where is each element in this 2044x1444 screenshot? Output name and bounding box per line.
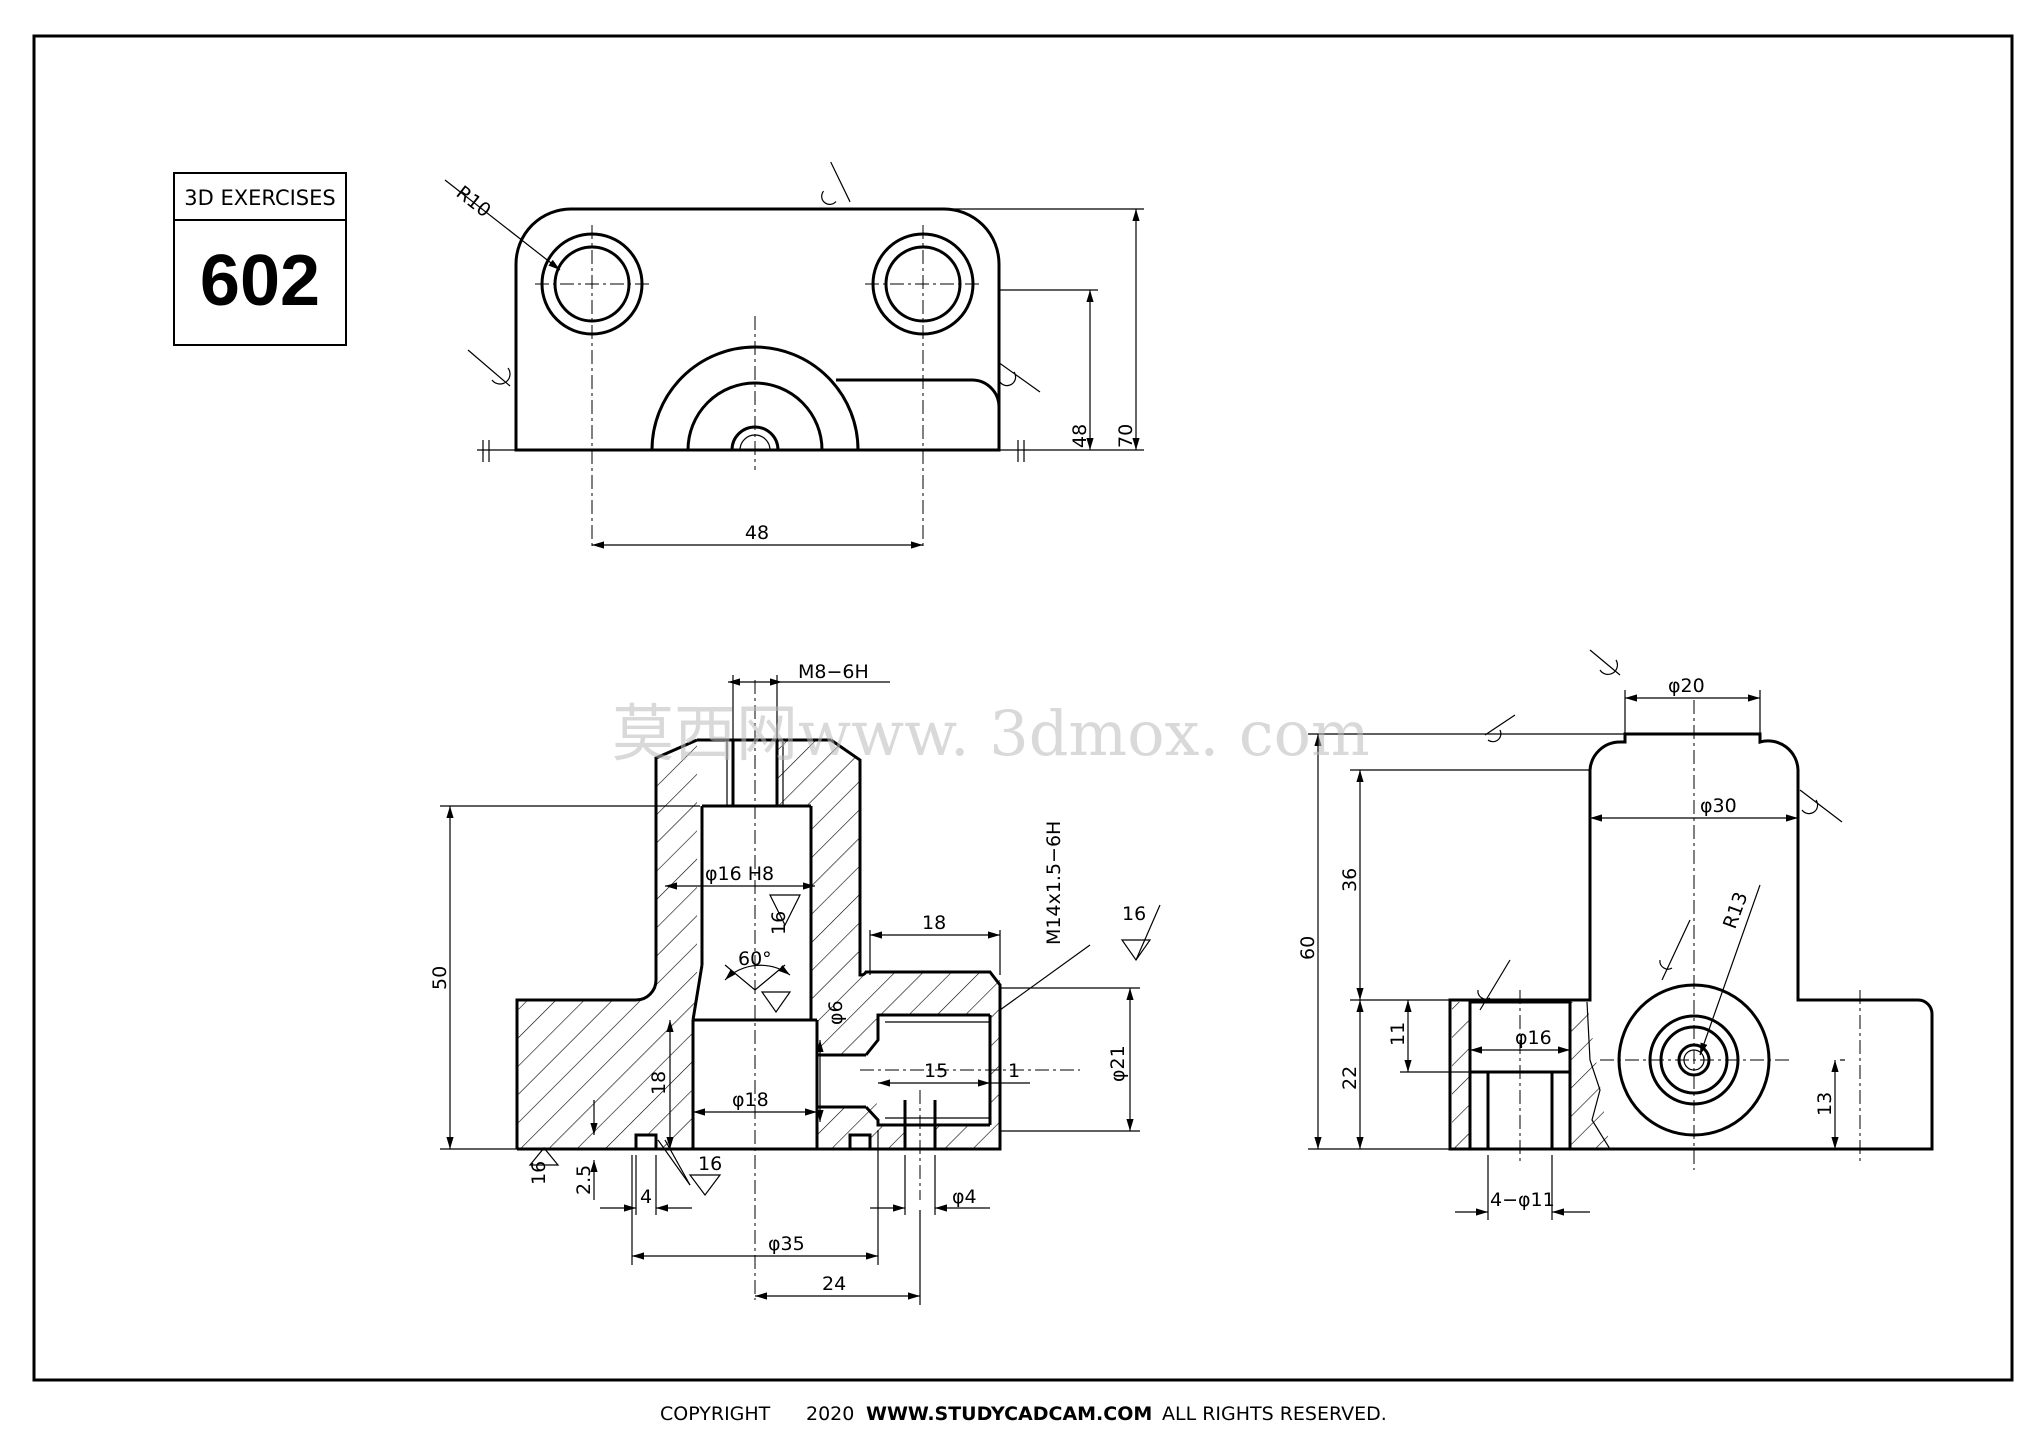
dim-18-vertical: 18: [648, 1071, 670, 1095]
top-view: R10 48 70 48: [444, 161, 1144, 550]
dim-side-phi20: φ20: [1668, 675, 1705, 697]
front-outline-right: [517, 738, 1002, 1151]
side-view-outline: [1448, 732, 1934, 1151]
dim-side-r13: R13: [1719, 889, 1752, 932]
dim-phi6: φ6: [825, 1000, 847, 1025]
dim-phi21: φ21: [1107, 1045, 1129, 1082]
dim-phi16-h8: φ16 H8: [705, 863, 774, 885]
dim-24: 24: [822, 1273, 846, 1295]
footer-rights: ALL RIGHTS RESERVED.: [1162, 1403, 1387, 1425]
dim-50: 50: [429, 966, 451, 990]
dim-side-phi30: φ30: [1700, 795, 1737, 817]
footer-year: 2020: [806, 1403, 854, 1425]
dim-r10: R10: [452, 182, 495, 222]
dim-finish-16-bore: 16: [768, 911, 790, 935]
dim-side-4x11: 4−φ11: [1490, 1189, 1555, 1211]
dim-side-11: 11: [1387, 1022, 1409, 1046]
front-outline-left: [515, 738, 698, 1149]
dim-top-48-horizontal: 48: [745, 522, 769, 544]
dim-phi35: φ35: [768, 1233, 805, 1255]
dim-side-phi16: φ16: [1515, 1027, 1552, 1049]
dim-top-70: 70: [1115, 424, 1137, 448]
dim-top-48-vertical: 48: [1069, 424, 1091, 448]
dim-side-60: 60: [1297, 936, 1319, 960]
dim-m8: M8−6H: [798, 661, 869, 683]
dim-finish-16-slot: 16: [698, 1153, 722, 1175]
front-section-view: M8−6H φ16 H8 16 60° 18 M14x1.5−6H 16 φ6 …: [429, 661, 1161, 1305]
dim-angle-60: 60°: [738, 948, 772, 970]
badge-label: 3D EXERCISES: [184, 186, 335, 210]
footer: COPYRIGHT 2020 WWW.STUDYCADCAM.COM ALL R…: [660, 1403, 1387, 1425]
dim-18-horizontal: 18: [922, 912, 946, 934]
dim-side-22: 22: [1339, 1066, 1361, 1090]
dim-phi4: φ4: [952, 1186, 977, 1208]
dim-finish-16-base: 16: [528, 1161, 550, 1185]
dim-2-5: 2.5: [573, 1165, 595, 1195]
side-view: φ20 φ30 R13 60 36 22 11 φ16 13: [1297, 649, 1934, 1220]
footer-copyright: COPYRIGHT: [660, 1403, 771, 1425]
sheet-border: [32, 34, 2014, 1382]
dim-finish-16-thread: 16: [1122, 903, 1146, 925]
dim-side-13: 13: [1814, 1092, 1836, 1116]
badge-number: 602: [200, 241, 320, 321]
watermark: 莫西网www. 3dmox. com: [612, 697, 1370, 770]
exercise-badge: 3D EXERCISES 602: [173, 172, 347, 346]
dim-m14: M14x1.5−6H: [1043, 821, 1065, 945]
dim-4: 4: [640, 1186, 652, 1208]
top-view-outline: [514, 207, 1001, 452]
dim-side-36: 36: [1339, 868, 1361, 892]
dim-15: 15: [924, 1060, 948, 1082]
dim-1: 1: [1008, 1060, 1020, 1082]
dim-phi18: φ18: [732, 1089, 769, 1111]
footer-site: WWW.STUDYCADCAM.COM: [866, 1403, 1152, 1425]
